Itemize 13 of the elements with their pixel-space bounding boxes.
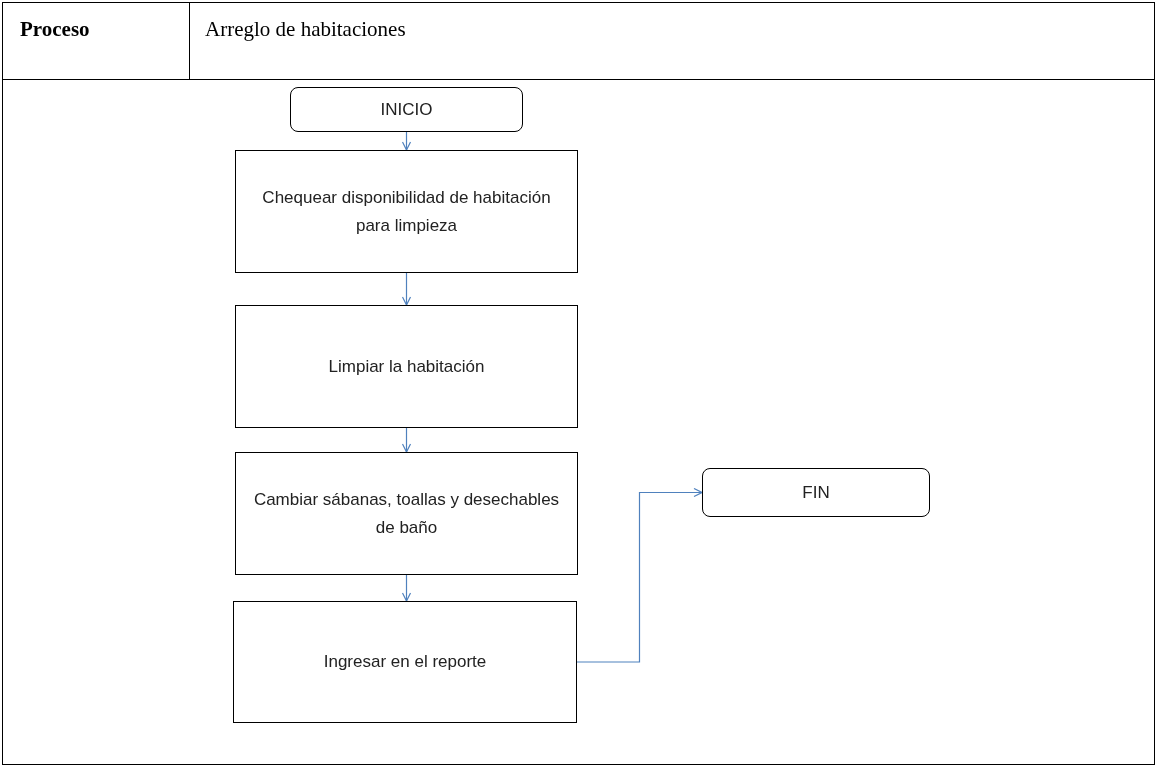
arrow [401,427,412,453]
arrow [401,131,412,151]
process-box: Cambiar sábanas, toallas y desechables de baño [235,452,578,575]
terminal-box: FIN [702,468,930,517]
arrow [401,574,412,602]
terminal-box: INICIO [290,87,523,132]
process-box: Chequear disponibilidad de habitación para limpieza [235,150,578,273]
process-box: Ingresar en el reporte [233,601,577,723]
arrow [401,272,412,306]
process-name: Arreglo de habitaciones [205,16,406,43]
arrow [576,487,703,663]
process-box: Limpiar la habitación [235,305,578,428]
table-header: Proceso [20,16,90,43]
